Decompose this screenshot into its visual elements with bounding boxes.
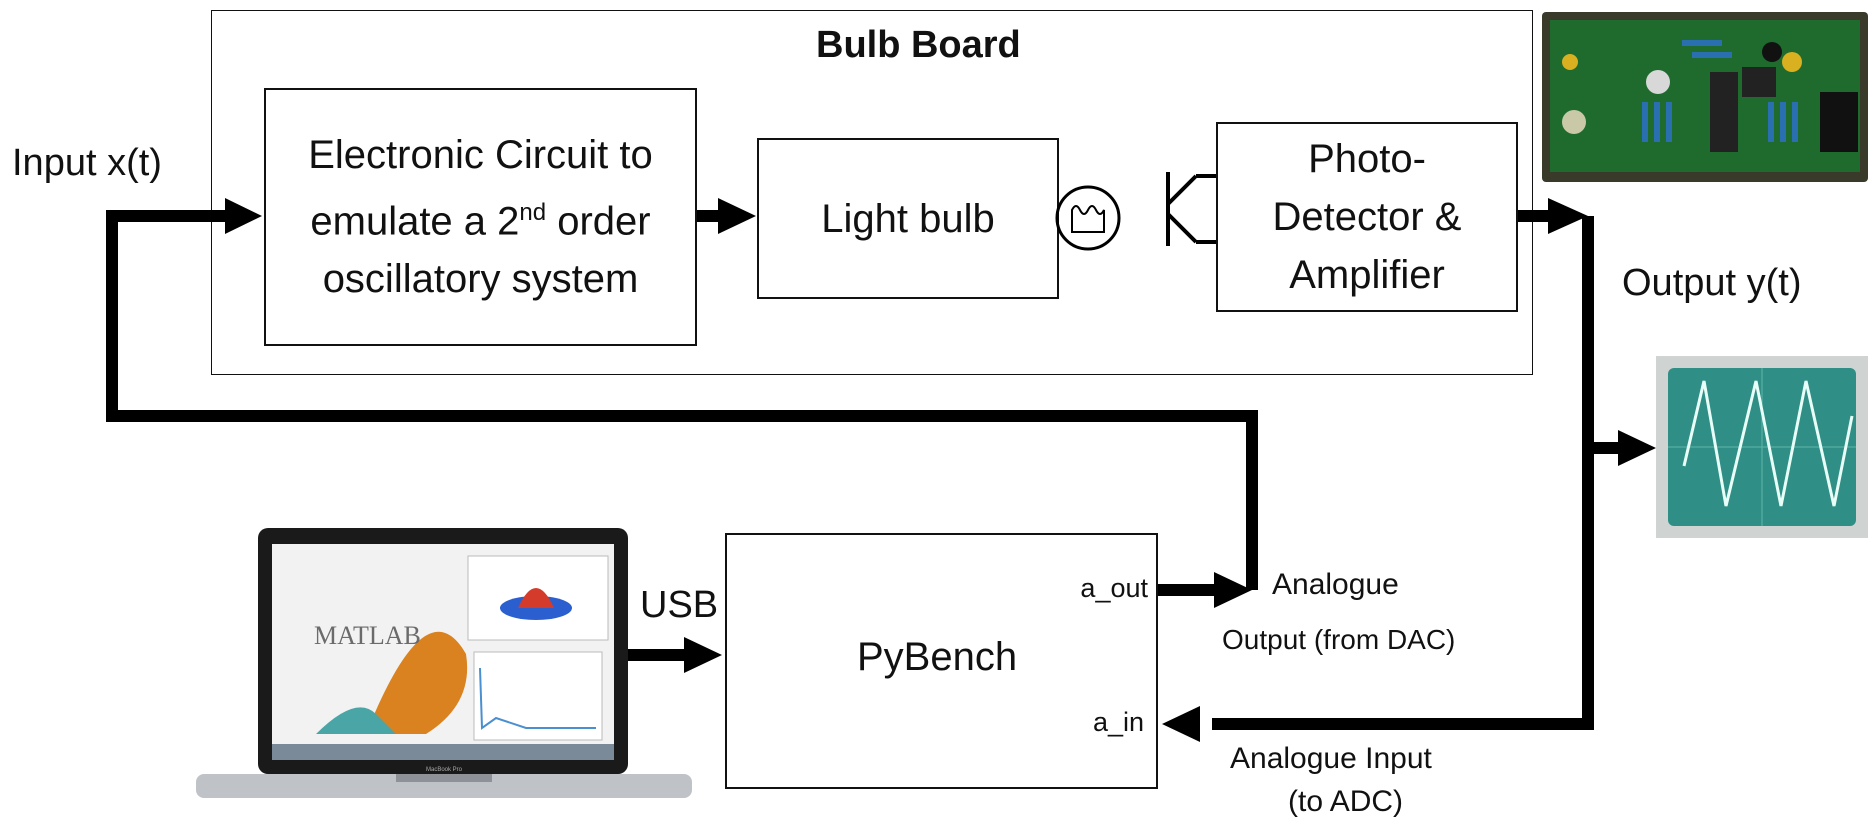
analogue-output-label-2: Output (from DAC)	[1222, 624, 1456, 655]
circuit-line-2: emulate a 2nd order	[310, 198, 651, 244]
analogue-input-label-1: Analogue Input	[1230, 742, 1432, 775]
light-bulb-label: Light bulb	[821, 196, 995, 241]
detector-line-1: Photo-	[1308, 137, 1426, 181]
photo-detector-block: Photo- Detector & Amplifier	[1216, 122, 1518, 312]
pcb-photo	[1542, 12, 1868, 182]
circuit-line-1: Electronic Circuit to	[308, 132, 653, 177]
laptop-model-text: MacBook Pro	[426, 767, 463, 773]
arrowhead-usb	[684, 637, 722, 673]
arrowhead-input	[225, 198, 262, 234]
usb-label: USB	[640, 584, 719, 626]
output-label: Output y(t)	[1622, 262, 1802, 304]
circuit-block: Electronic Circuit to emulate a 2nd orde…	[264, 88, 697, 346]
arrowhead-circuit-bulb	[718, 198, 756, 234]
bulb-board-title: Bulb Board	[816, 24, 1021, 66]
bulb-symbol	[1055, 185, 1121, 251]
arrowhead-a-out	[1214, 572, 1252, 608]
port-a-in: a_in	[1092, 707, 1144, 737]
phototransistor-symbol	[1166, 172, 1216, 246]
analogue-input-label-2: (to ADC)	[1288, 785, 1404, 818]
laptop-photo: MATLAB MacBook Pro	[196, 528, 692, 798]
arrowhead-a-in	[1162, 706, 1200, 742]
arrowhead-detector-out	[1548, 198, 1588, 234]
input-label: Input x(t)	[12, 142, 162, 184]
analogue-output-label-1: Analogue	[1272, 568, 1399, 601]
circuit-line-3: oscillatory system	[322, 257, 639, 302]
light-bulb-block: Light bulb	[757, 138, 1059, 299]
oscilloscope-photo	[1656, 356, 1868, 538]
detector-line-2: Detector &	[1272, 195, 1462, 239]
pybench-label: PyBench	[857, 635, 1018, 679]
detector-line-3: Amplifier	[1289, 253, 1445, 297]
arrowhead-scope	[1618, 430, 1656, 466]
matlab-logo-text: MATLAB	[314, 621, 421, 650]
wire-feedback	[106, 210, 1258, 590]
pybench-block: PyBench a_out a_in	[725, 533, 1158, 789]
scope-trace	[1682, 380, 1854, 507]
port-a-out: a_out	[1080, 573, 1148, 603]
wire-output-down	[1212, 216, 1594, 730]
